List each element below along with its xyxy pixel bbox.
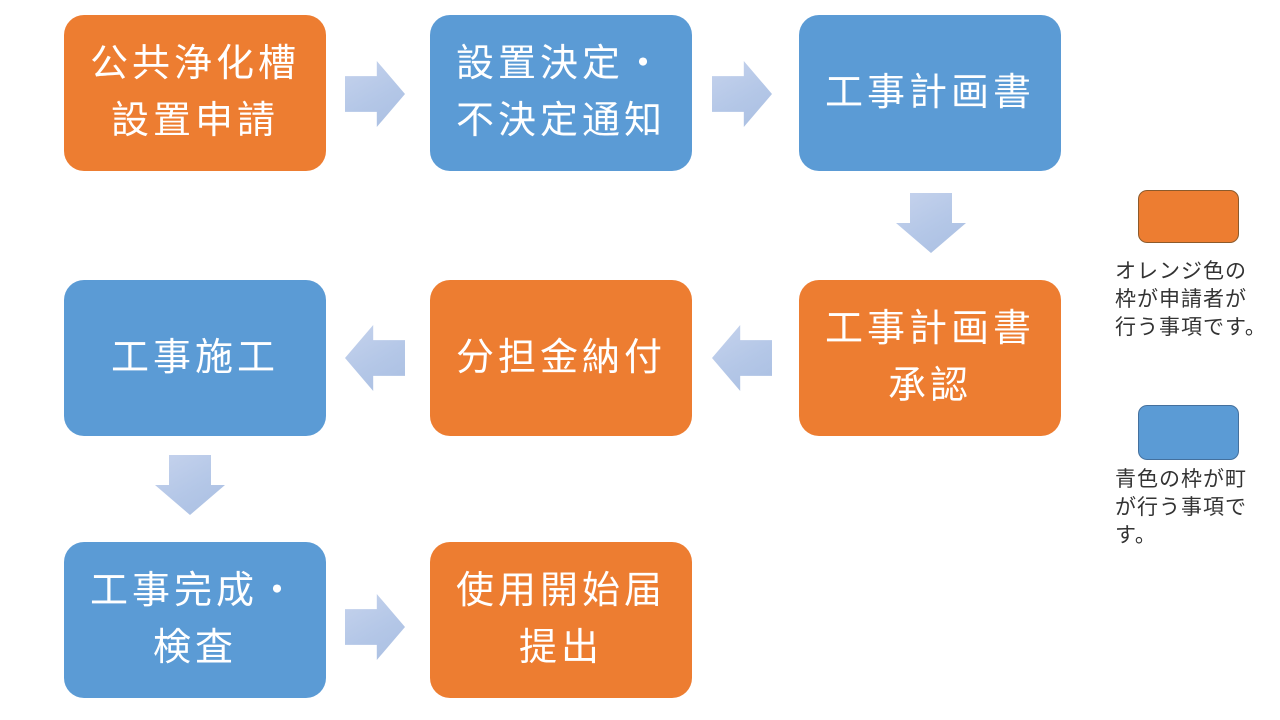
node-label: 工事計画書 — [824, 71, 1035, 114]
node-public-septic-application: 公共浄化槽 設置申請 — [64, 15, 326, 171]
arrow-left-icon — [712, 325, 772, 391]
arrow-right-icon — [345, 61, 405, 127]
legend-town-caption: 青色の枠が町 が行う事項で す。 — [1115, 468, 1247, 547]
node-decision-notice: 設置決定・ 不決定通知 — [430, 15, 692, 171]
node-usage-start-report: 使用開始届 提出 — [430, 542, 692, 698]
arrow-down-icon — [155, 455, 225, 515]
node-label: 使用開始届 提出 — [455, 570, 666, 669]
legend-town-swatch — [1138, 405, 1239, 460]
node-completion-inspection: 工事完成・ 検査 — [64, 542, 326, 698]
node-label: 工事計画書 承認 — [824, 308, 1035, 407]
node-construction-work: 工事施工 — [64, 280, 326, 436]
arrow-down-icon — [896, 193, 966, 253]
node-plan-approval: 工事計画書 承認 — [799, 280, 1061, 436]
legend-applicant-caption: オレンジ色の 枠が申請者が 行う事項です。 — [1115, 260, 1267, 339]
arrow-left-icon — [345, 325, 405, 391]
node-label: 分担金納付 — [455, 336, 666, 379]
node-construction-plan: 工事計画書 — [799, 15, 1061, 171]
node-contribution-payment: 分担金納付 — [430, 280, 692, 436]
node-label: 公共浄化槽 設置申請 — [89, 43, 300, 142]
arrow-right-icon — [712, 61, 772, 127]
arrow-right-icon — [345, 594, 405, 660]
node-label: 工事完成・ 検査 — [89, 570, 300, 669]
legend-applicant-swatch — [1138, 190, 1239, 243]
node-label: 工事施工 — [110, 336, 279, 379]
node-label: 設置決定・ 不決定通知 — [455, 43, 666, 142]
